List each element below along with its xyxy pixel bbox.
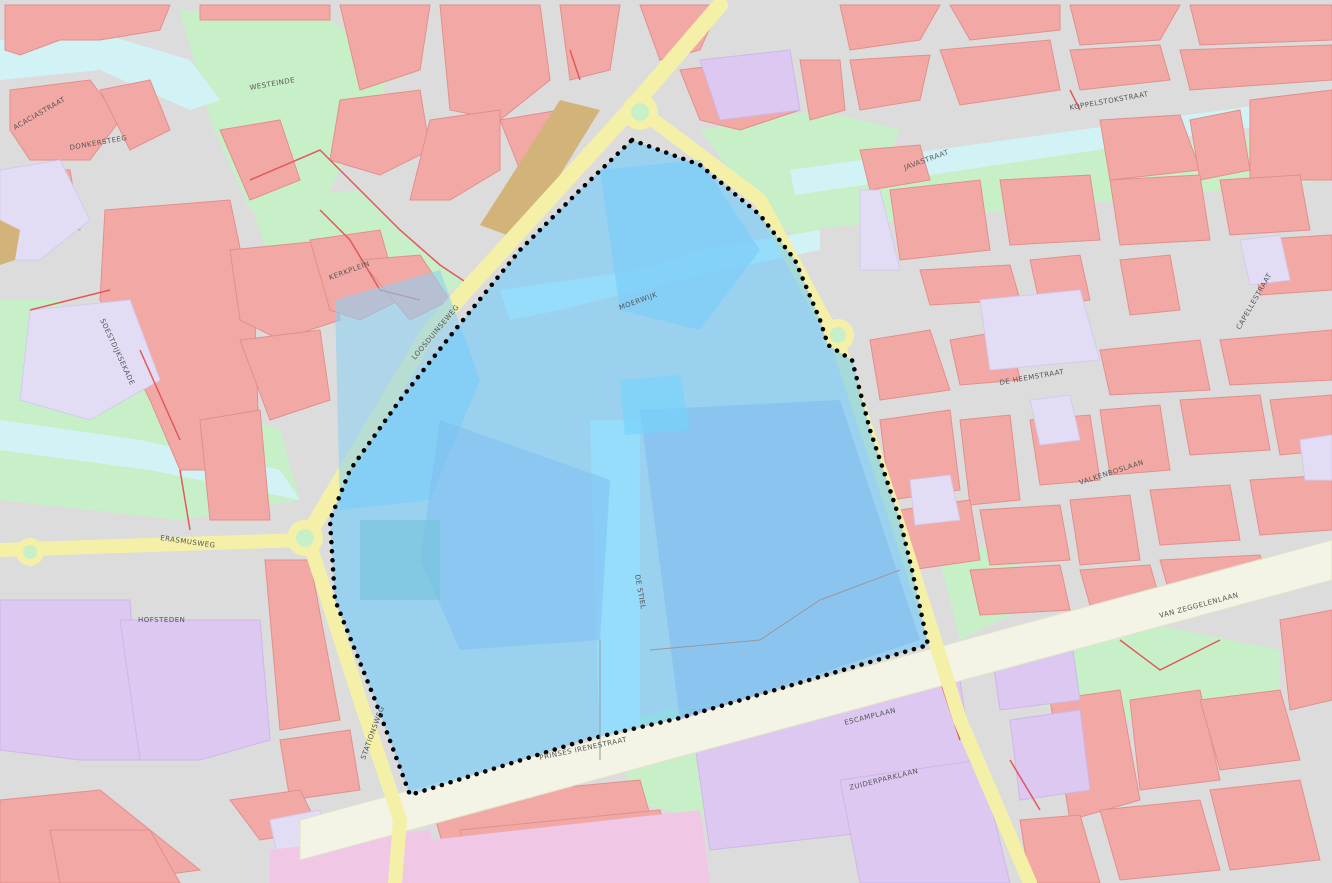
brown-block: [480, 100, 600, 240]
selection-area-polygon[interactable]: [327, 137, 931, 798]
brown-block-west: [0, 220, 20, 265]
street-label: HOFSTEDEN: [138, 616, 185, 624]
roundabouts: [16, 94, 854, 566]
commercial-blocks: [0, 49, 1091, 883]
overlay-interior-lines: [599, 569, 901, 760]
canal-north-west: [0, 30, 220, 110]
park-north: [180, 10, 390, 230]
railway-band: [299, 539, 1332, 861]
